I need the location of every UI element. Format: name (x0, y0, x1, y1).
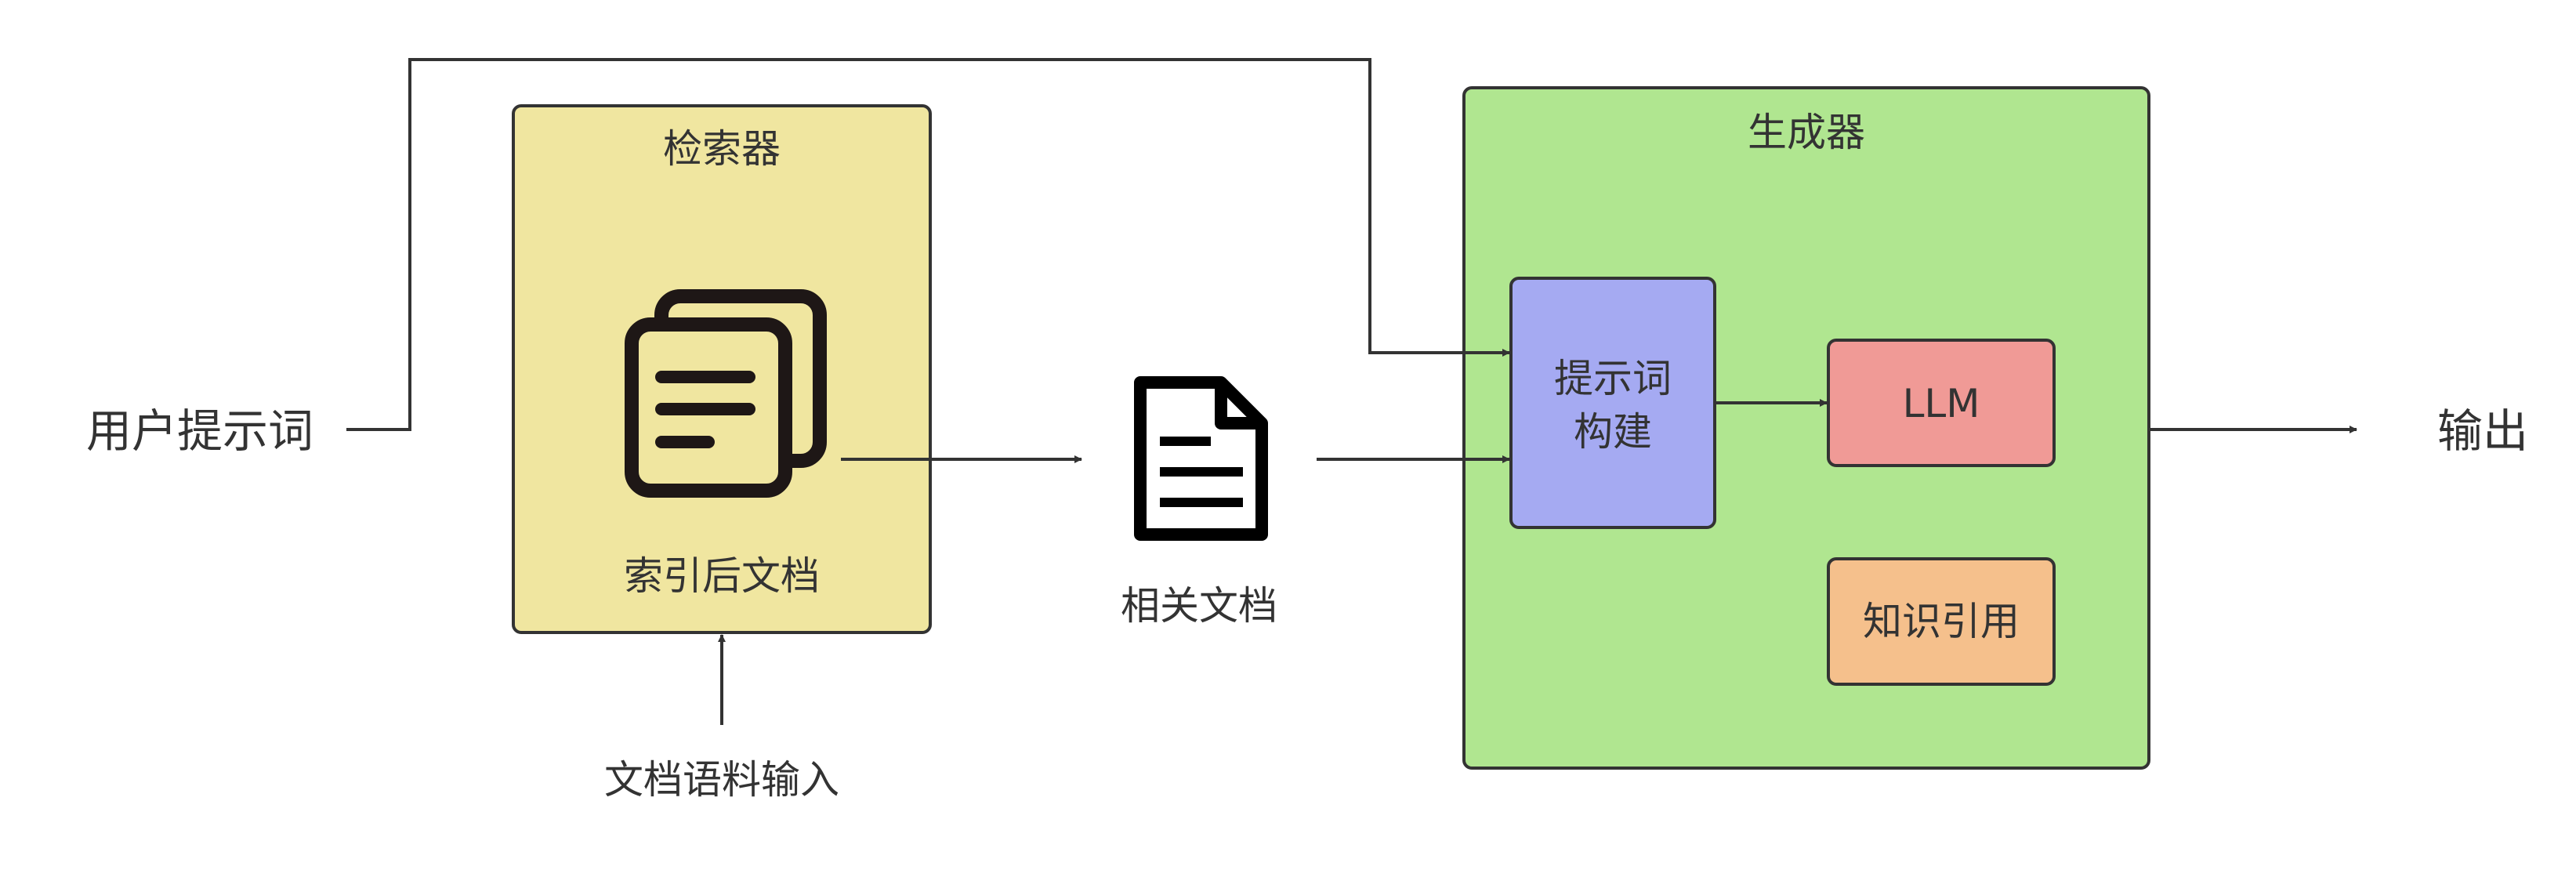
prompt-build-box (1509, 277, 1716, 529)
output-label: 输出 (2437, 404, 2528, 458)
retriever-title: 检索器 (663, 126, 781, 172)
user-prompt-to-prompt-build-edge (346, 58, 1510, 431)
indexed-docs-label: 索引后文档 (624, 553, 820, 599)
citation-box (1827, 557, 2056, 686)
corpus-input-label: 文档语料输入 (604, 757, 839, 803)
prompt-build-label-line1: 提示词 (1554, 356, 1672, 401)
document-icon (1134, 376, 1268, 541)
llm-node[interactable]: LLM (1827, 339, 2056, 467)
llm-label: LLM (1903, 381, 1980, 426)
retriever-box[interactable]: 检索器 索引后文档 (512, 104, 932, 634)
user-prompt-label: 用户提示词 (86, 404, 313, 458)
citation-label: 知识引用 (1863, 599, 2020, 644)
relevant-docs-label: 相关文档 (1121, 583, 1277, 629)
prompt-build-node[interactable]: 提示词 构建 (1509, 277, 1716, 529)
stacked-documents-icon (625, 289, 827, 498)
citation-node[interactable]: 知识引用 (1827, 557, 2056, 686)
generator-title: 生成器 (1748, 110, 1865, 155)
generator-box[interactable]: 生成器 提示词 构建 LLM 知识引用 (1462, 86, 2150, 770)
prompt-build-label-line2: 构建 (1574, 409, 1652, 455)
llm-box (1827, 339, 2056, 467)
